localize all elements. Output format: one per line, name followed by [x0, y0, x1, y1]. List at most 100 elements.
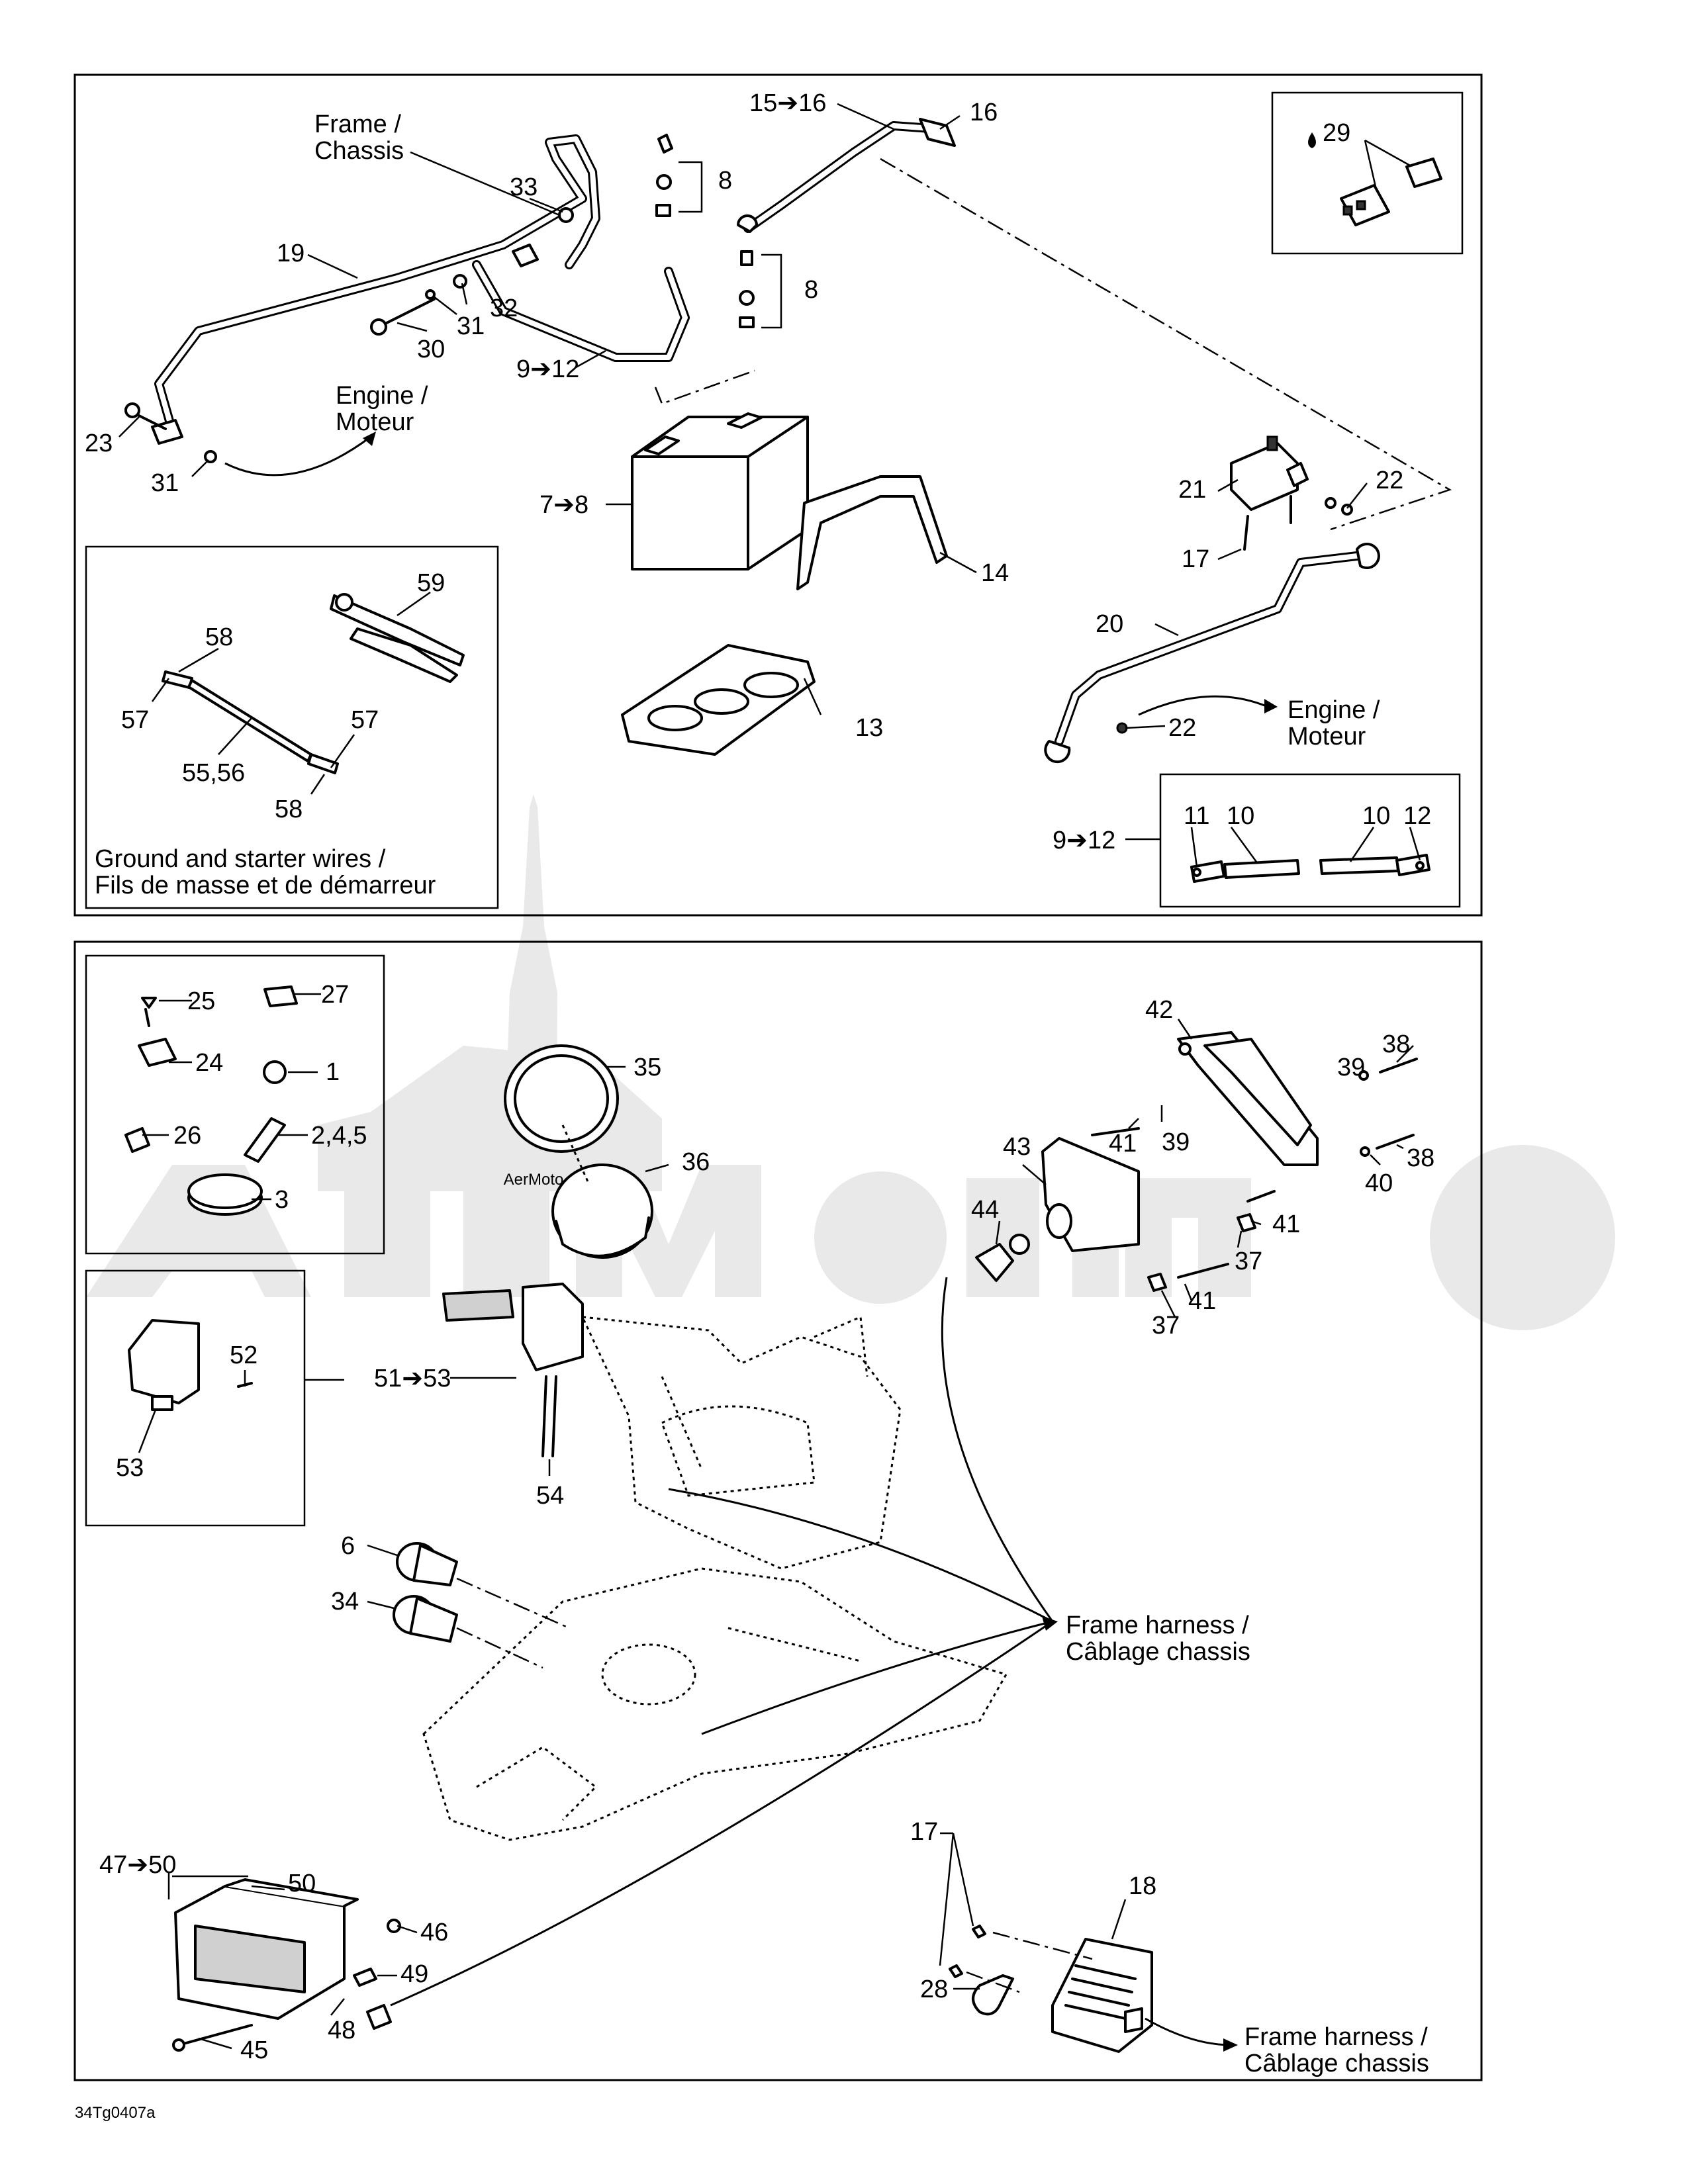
frame-harness-label-1a: Frame harness / — [1066, 1612, 1249, 1639]
small-parts-inset-box — [85, 954, 385, 1255]
callout-17-top: 17 — [1182, 545, 1209, 573]
callout-22a: 22 — [1376, 467, 1403, 494]
callout-38a: 38 — [1382, 1030, 1410, 1058]
callout-41a: 41 — [1109, 1130, 1137, 1158]
leader-lines — [118, 103, 1421, 2050]
callout-8b: 8 — [804, 276, 818, 304]
callout-38b: 38 — [1407, 1144, 1434, 1172]
top-panel-frame — [73, 73, 1483, 917]
callout-25: 25 — [187, 987, 215, 1015]
ground-starter-label-1: Ground and starter wires / — [95, 845, 386, 873]
callout-1: 1 — [326, 1058, 340, 1086]
callout-52: 52 — [230, 1342, 258, 1369]
battery-7-8-part — [631, 412, 809, 570]
frame-harness-label-2b: Câblage chassis — [1244, 2050, 1429, 2077]
callout-23: 23 — [85, 430, 113, 457]
harness-arrow-head-2 — [1223, 2038, 1238, 2052]
callout-labels: Frame / Chassis Engine / Moteur Engine /… — [75, 89, 1434, 2122]
screw-17b-part — [949, 1964, 963, 1978]
callout-47-50: 47➔50 — [99, 1851, 176, 1879]
callout-3: 3 — [275, 1186, 289, 1214]
callout-37b: 37 — [1152, 1312, 1180, 1340]
callout-33: 33 — [510, 173, 538, 201]
dashdot-top — [880, 158, 1452, 531]
callout-7-8: 7➔8 — [539, 491, 588, 519]
watermark-text: AerMoto — [504, 1171, 564, 1189]
callout-10a: 10 — [1227, 802, 1254, 830]
callout-48: 48 — [328, 2017, 355, 2044]
callout-55-56: 55,56 — [182, 759, 245, 787]
gauge-36-part — [551, 1124, 653, 1259]
callout-31b: 31 — [151, 469, 179, 497]
callout-29: 29 — [1323, 119, 1350, 147]
callout-44: 44 — [971, 1196, 999, 1224]
harness-arrow-head-1 — [1042, 1616, 1058, 1631]
callout-18: 18 — [1129, 1872, 1156, 1900]
bulb-44-part — [975, 1234, 1030, 1282]
wire-9-12-part — [1190, 854, 1430, 883]
engine-arrow-right-head — [1264, 699, 1278, 713]
ground-wire-55-56-part — [162, 670, 339, 774]
battery-cable-pos-part — [737, 118, 956, 328]
engine-label-left-2: Moteur — [336, 408, 414, 436]
callout-9-12a: 9➔12 — [516, 355, 579, 383]
frame-chassis-label-2: Chassis — [314, 137, 404, 165]
callout-32: 32 — [490, 295, 518, 322]
callout-42: 42 — [1145, 996, 1173, 1024]
clamp-28-part — [972, 1974, 1014, 2016]
callout-21: 21 — [1178, 476, 1206, 504]
callout-51-53: 51➔53 — [374, 1365, 451, 1392]
headlight-housing-42-part — [1177, 1031, 1319, 1166]
crimp-tool-59-part — [330, 593, 465, 683]
callout-53: 53 — [116, 1454, 144, 1482]
callout-24: 24 — [195, 1049, 223, 1077]
frame-harness-label-1b: Câblage chassis — [1066, 1638, 1250, 1666]
callout-43: 43 — [1003, 1133, 1031, 1161]
switch-34-part — [393, 1595, 458, 1643]
harness-curve-console — [668, 1488, 1053, 1623]
callout-13: 13 — [855, 714, 883, 742]
harness-curve-44 — [941, 1277, 1054, 1622]
switch-6-part — [396, 1542, 458, 1586]
callout-12: 12 — [1403, 802, 1431, 830]
engine-arrow-left-head — [363, 432, 376, 446]
callout-6: 6 — [341, 1532, 355, 1560]
callout-41b: 41 — [1272, 1210, 1300, 1238]
callout-27: 27 — [321, 981, 349, 1009]
callout-35: 35 — [633, 1054, 661, 1081]
wire-inset-box — [1159, 773, 1461, 908]
callout-9-12b: 9➔12 — [1053, 827, 1115, 854]
callout-22b: 22 — [1168, 714, 1196, 742]
harness-curve-panel — [701, 1620, 1053, 1735]
dashdot-6 — [456, 1577, 570, 1629]
connector-inset-box — [1271, 91, 1464, 255]
engine-arrow-left — [224, 435, 371, 477]
callout-40: 40 — [1365, 1169, 1393, 1197]
callout-16: 16 — [970, 99, 998, 126]
engine-label-right-1: Engine / — [1288, 696, 1380, 724]
callout-36: 36 — [682, 1148, 710, 1176]
callout-8a: 8 — [718, 167, 732, 195]
screw-17a-part — [972, 1925, 986, 1938]
callout-49: 49 — [400, 1960, 428, 1988]
harness-curve-taillight — [390, 1620, 1053, 2007]
callout-58b: 58 — [275, 796, 303, 823]
battery-tray-13-part — [621, 644, 816, 756]
callout-57a: 57 — [121, 706, 149, 734]
callout-19: 19 — [277, 240, 305, 267]
connector-29-part — [1308, 132, 1442, 226]
callout-45: 45 — [240, 2036, 268, 2064]
callout-50: 50 — [288, 1870, 316, 1897]
engine-label-left-1: Engine / — [336, 382, 428, 410]
starter-solenoid-21-part — [1230, 435, 1353, 551]
engine-arrow-right — [1138, 695, 1272, 716]
callout-17-bottom: 17 — [910, 1818, 938, 1846]
small-parts-group — [124, 985, 298, 1216]
callout-41c: 41 — [1188, 1287, 1216, 1315]
ground-starter-inset-box — [85, 545, 499, 909]
callout-46: 46 — [420, 1919, 448, 1946]
lamp-43-part — [1041, 1137, 1140, 1252]
switch-inset-part — [128, 1319, 253, 1411]
frame-harness-label-2a: Frame harness / — [1244, 2023, 1428, 2051]
engine-label-right-2: Moteur — [1288, 723, 1366, 751]
